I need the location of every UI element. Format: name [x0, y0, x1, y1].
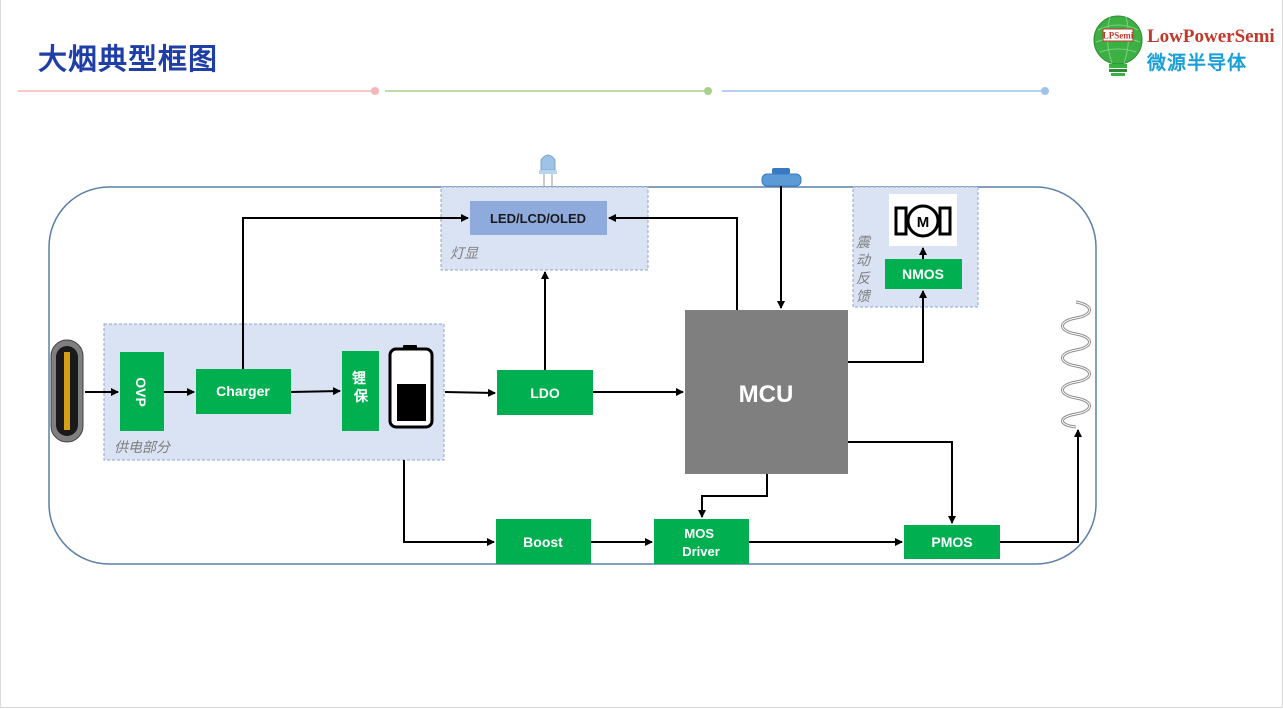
- charger-block: [196, 369, 291, 414]
- led-bulb-icon: [539, 154, 557, 186]
- vibration-group-label: 震 动 反 馈: [856, 235, 874, 305]
- logo-text-cn: 微源半导体: [1147, 52, 1248, 74]
- boost-block: [496, 519, 591, 564]
- ldo-label: LDO: [530, 385, 560, 401]
- nmos-block: [885, 259, 962, 289]
- li-protect-block: [342, 351, 379, 431]
- pmos-label: PMOS: [931, 534, 972, 550]
- logo-bulb-icon: LPSemi: [1093, 15, 1143, 76]
- header-divider: [18, 87, 1049, 95]
- page-title: 大烟典型框图: [38, 42, 219, 76]
- motor-icon: M: [889, 194, 957, 246]
- boost-label: Boost: [523, 534, 563, 550]
- button-icon: [761, 168, 802, 187]
- ovp-label: OVP: [133, 377, 149, 407]
- usb-c-connector-icon: [50, 339, 84, 443]
- ovp-block: [120, 352, 164, 431]
- logo-text-en: LowPowerSemi: [1147, 26, 1275, 47]
- ldo-block: [497, 370, 593, 415]
- heating-coil-icon: [1061, 300, 1091, 429]
- display-label: LED/LCD/OLED: [490, 211, 586, 226]
- display-group-label: 灯显: [450, 246, 479, 262]
- mos-driver-label: MOS Driver: [682, 526, 720, 559]
- mcu-block: [685, 310, 848, 474]
- power-group-label: 供电部分: [114, 440, 172, 456]
- pmos-block: [904, 525, 1000, 559]
- mcu-label: MCU: [739, 381, 794, 408]
- li-protect-label: 锂 保: [352, 370, 370, 404]
- motor-label: M: [917, 214, 930, 231]
- charger-label: Charger: [216, 383, 270, 399]
- nmos-label: NMOS: [902, 266, 944, 282]
- mos-driver-block: [654, 519, 749, 564]
- connection-arrows: [85, 186, 1082, 546]
- display-block: [470, 201, 607, 235]
- battery-icon: [388, 345, 434, 429]
- logo-badge: LPSemi: [1103, 31, 1134, 41]
